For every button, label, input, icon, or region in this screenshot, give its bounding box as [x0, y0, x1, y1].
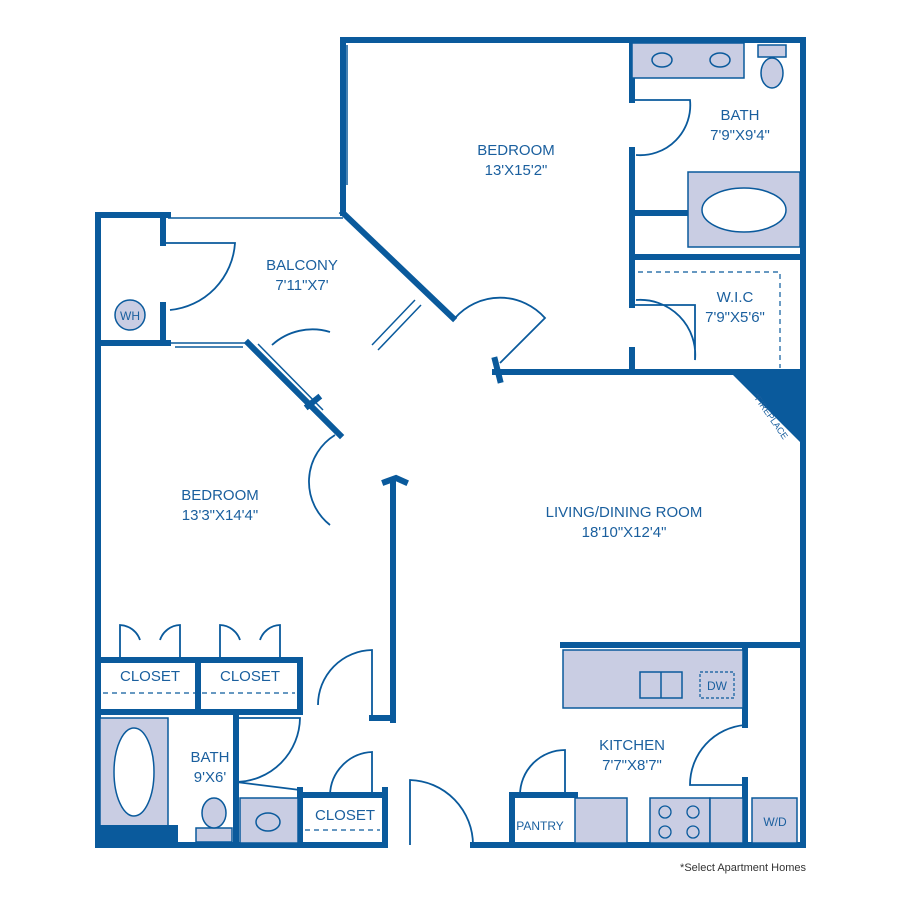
closet-shelves	[103, 271, 781, 831]
toilet-tank	[757, 44, 787, 58]
room-size: 7'9"X9'4"	[710, 127, 770, 144]
room-labels: BEDROOM 13'X15'2" BATH 7'9"X9'4" BALCONY…	[120, 107, 807, 874]
tub-icon	[113, 727, 155, 817]
room-name: BATH	[721, 107, 760, 124]
water-heater-icon	[114, 299, 146, 331]
room-size: 7'11"X7'	[275, 277, 328, 294]
room-name: BEDROOM	[477, 142, 555, 159]
dishwasher-label: DW	[707, 679, 728, 693]
room-name: BATH	[191, 749, 230, 766]
dishwasher-icon	[699, 671, 735, 699]
room-size: 13'X15'2"	[485, 162, 548, 179]
room-size: 13'3"X14'4"	[182, 507, 258, 524]
tub-icon	[701, 187, 787, 233]
burner-icon	[658, 825, 672, 839]
room-size: 9'X6'	[194, 769, 227, 786]
walls	[95, 37, 806, 848]
vanity	[631, 42, 745, 79]
sink-icon	[709, 52, 731, 68]
refrigerator	[574, 797, 628, 844]
doors	[119, 99, 746, 846]
burner-icon	[658, 805, 672, 819]
vanity	[239, 797, 299, 844]
closet-label: CLOSET	[315, 807, 375, 824]
fixtures	[99, 42, 801, 845]
toilet-tank	[195, 827, 233, 843]
washer-dryer	[751, 797, 798, 844]
room-size: 7'7"X8'7"	[602, 757, 662, 774]
closet-label: CLOSET	[120, 668, 180, 685]
room-name: LIVING/DINING ROOM	[546, 504, 703, 521]
sink-icon	[255, 812, 281, 832]
room-name: W.I.C	[717, 289, 754, 306]
counter-segment	[709, 797, 744, 844]
room-name: KITCHEN	[599, 737, 665, 754]
toilet-icon	[201, 797, 227, 829]
room-name: BALCONY	[266, 257, 338, 274]
room-name: BEDROOM	[181, 487, 259, 504]
range	[649, 797, 711, 844]
room-size: 7'9"X5'6"	[705, 309, 765, 326]
closet-label: CLOSET	[220, 668, 280, 685]
room-size: 18'10"X12'4"	[582, 524, 667, 541]
sink-icon	[651, 52, 673, 68]
footnote: *Select Apartment Homes	[680, 862, 806, 874]
burner-icon	[686, 805, 700, 819]
burner-icon	[686, 825, 700, 839]
toilet-icon	[760, 57, 784, 89]
fireplace-block	[730, 372, 803, 445]
windows	[168, 45, 422, 417]
tub-base	[100, 825, 178, 845]
washer-dryer-label: W/D	[763, 815, 787, 829]
pantry-label: PANTRY	[516, 819, 564, 833]
water-heater-label: WH	[120, 309, 140, 323]
